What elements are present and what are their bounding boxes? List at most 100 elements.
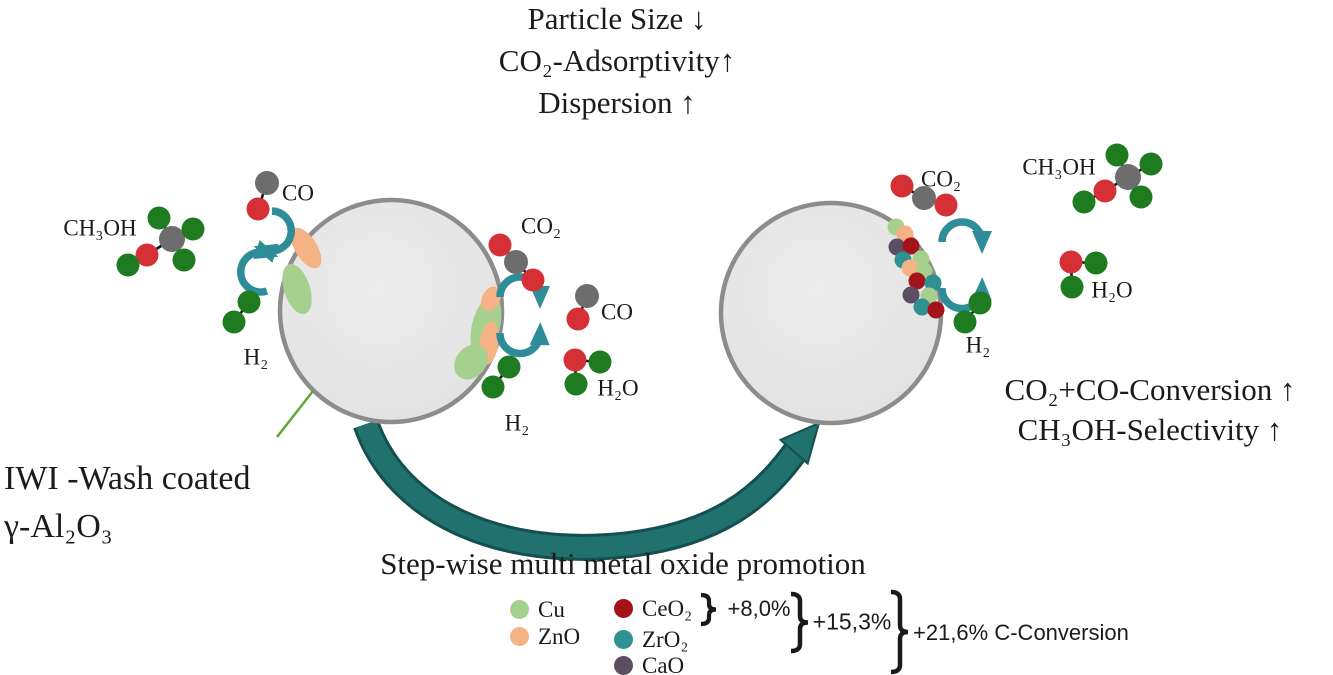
hydrogen-atom xyxy=(481,375,505,399)
dispersion-line: Dispersion ↑ xyxy=(538,85,696,120)
hydrogen-atom xyxy=(1139,152,1163,176)
co2-mid-label: CO₂ xyxy=(521,213,561,239)
h2o-mid-label: H₂O xyxy=(597,375,639,401)
result-heading: CO₂+CO-Conversion ↑ CH₃OH-Selectivity ↑ xyxy=(1005,370,1296,450)
selectivity-line: CH₃OH-Selectivity ↑ xyxy=(1017,412,1283,447)
support-label: IWI -Wash coated γ-Al₂O₃ xyxy=(4,455,250,551)
oxygen-atom xyxy=(521,268,545,292)
process-label: Step-wise multi metal oxide promotion xyxy=(380,545,866,581)
promotion-arc-arrow xyxy=(353,419,821,561)
h2-left-label: H₂ xyxy=(243,344,269,370)
hydrogen-atom xyxy=(1072,190,1096,214)
promoter-dot-cluster xyxy=(887,218,945,319)
support-leader-line xyxy=(276,390,314,438)
oxygen-atom xyxy=(1059,250,1083,274)
ch3oh-molecule-left xyxy=(116,206,205,277)
gain-8-percent: +8,0% xyxy=(727,596,791,621)
hydrogen-atom xyxy=(222,310,246,334)
ceo2-dot xyxy=(902,237,920,255)
hydrogen-atom xyxy=(147,206,171,230)
oxygen-atom xyxy=(890,174,914,198)
carbon-atom xyxy=(504,250,528,274)
property-heading: Particle Size ↓ CO₂-Adsorptivity↑ Disper… xyxy=(499,0,735,124)
carbon-atom xyxy=(912,186,936,210)
h2o-right-label: H₂O xyxy=(1091,277,1133,303)
carbon-atom xyxy=(1115,164,1141,190)
h2o-molecule-right xyxy=(1059,250,1108,299)
co2-molecule-mid xyxy=(488,233,545,292)
zno-color-dot xyxy=(510,627,529,646)
carbon-atom xyxy=(575,284,599,308)
ceo2-dot xyxy=(927,301,945,319)
zro2-color-dot xyxy=(614,630,633,649)
cao-dot xyxy=(902,286,920,304)
conversion-line: CO₂+CO-Conversion ↑ xyxy=(1004,372,1296,407)
ceo2-dot xyxy=(908,272,926,290)
gain-15-percent: +15,3% xyxy=(812,608,892,635)
oxygen-atom xyxy=(246,197,270,221)
zno-site-ellipse xyxy=(481,286,501,312)
support-label-line1: IWI -Wash coated xyxy=(4,460,251,497)
support-label-line2: γ-Al₂O₃ xyxy=(4,508,113,545)
gain-brace-1 xyxy=(700,592,717,627)
legend-label-zno: ZnO xyxy=(538,624,581,649)
oxygen-atom xyxy=(1093,179,1117,203)
legend-label-cao: CaO xyxy=(642,653,685,675)
hydrogen-atom xyxy=(953,310,977,334)
co-molecule-mid xyxy=(566,284,599,331)
legend-label-zro2: ZrO₂ xyxy=(642,627,689,652)
hydrogen-atom xyxy=(1060,275,1084,299)
cu-color-dot xyxy=(510,600,529,619)
cao-dot xyxy=(888,238,906,256)
h2-molecule-left xyxy=(222,290,261,334)
hydrogen-atom xyxy=(1129,185,1153,209)
cao-color-dot xyxy=(614,656,633,675)
oxygen-atom xyxy=(135,243,159,267)
oxygen-atom xyxy=(566,307,590,331)
co-left-label: CO xyxy=(282,180,314,206)
co2-molecule-right xyxy=(890,174,958,217)
ceo2-color-dot xyxy=(614,599,633,618)
h2-molecule-mid xyxy=(481,355,521,399)
co-molecule-left xyxy=(246,171,279,221)
hydrogen-atom xyxy=(497,355,521,379)
legend-item-zno: ZnO xyxy=(510,625,580,648)
h2o-molecule-mid xyxy=(563,348,612,396)
oxygen-atom xyxy=(934,193,958,217)
cu-site-ellipse xyxy=(282,263,312,315)
oxygen-atom xyxy=(563,348,587,372)
ch3oh-left-label: CH₃OH xyxy=(63,215,137,241)
co-mid-label: CO xyxy=(601,299,633,325)
co2-right-label: CO₂ xyxy=(921,166,961,192)
h2-mid-label: H₂ xyxy=(504,410,530,436)
gain-brace-3 xyxy=(890,589,909,675)
legend-item-cao: CaO xyxy=(614,654,684,675)
reaction-cycle-arrows-left-in xyxy=(237,207,295,296)
h2-molecule-right xyxy=(953,291,992,334)
legend-item-cu: Cu xyxy=(510,598,565,621)
zno-dot xyxy=(901,259,919,277)
legend-label-ceo2: CeO₂ xyxy=(642,596,693,621)
legend-item-ceo2: CeO₂ xyxy=(614,597,692,620)
promotion-arrowhead xyxy=(778,421,821,466)
carbon-atom xyxy=(159,226,185,252)
legend-item-zro2: ZrO₂ xyxy=(614,628,688,651)
gain-21-percent-c-conversion: +21,6% C-Conversion xyxy=(913,620,1129,645)
ch3oh-right-label: CH₃OH xyxy=(1022,154,1096,180)
ch3oh-molecule-right xyxy=(1072,143,1163,214)
co2-adsorptivity-line: CO₂-Adsorptivity↑ xyxy=(498,43,736,78)
cu-site-ellipse xyxy=(454,344,488,380)
hydrogen-atom xyxy=(564,372,588,396)
hydrogen-atom xyxy=(588,350,612,374)
h2-right-label: H₂ xyxy=(965,332,991,358)
gain-brace-2 xyxy=(790,591,809,654)
gain-braces xyxy=(700,589,909,675)
particle-size-line: Particle Size ↓ xyxy=(527,1,707,36)
hydrogen-atom xyxy=(1084,251,1108,275)
legend-label-cu: Cu xyxy=(538,597,565,622)
hydrogen-atom xyxy=(1105,143,1129,167)
carbon-atom xyxy=(255,171,279,195)
oxygen-atom xyxy=(488,233,512,257)
